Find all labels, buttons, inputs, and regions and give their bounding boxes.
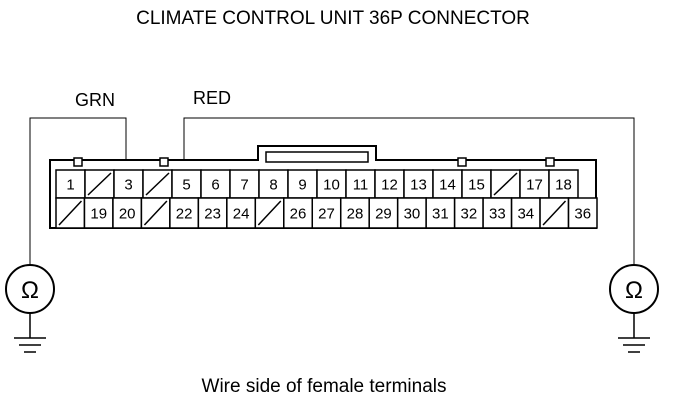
pin-empty [140, 197, 171, 229]
pin-number: 24 [233, 206, 250, 223]
pin-12: 12 [374, 169, 405, 199]
pin-number: 7 [240, 177, 248, 194]
connector-tabs [73, 157, 555, 167]
pin-8: 8 [258, 169, 289, 199]
pin-number: 28 [347, 206, 364, 223]
pin-number: 6 [211, 177, 219, 194]
pin-number: 26 [290, 206, 307, 223]
pin-34: 34 [510, 197, 541, 229]
pin-row-bottom: 19 20 22 23 24 26 27 28 29 30 31 32 33 34 36 [55, 197, 598, 229]
pin-number: 17 [526, 177, 543, 194]
ground-icon [618, 337, 650, 353]
blank-pin-slash [58, 200, 83, 226]
pin-empty [142, 169, 173, 199]
blank-pin-slash [542, 200, 567, 226]
pin-15: 15 [461, 169, 492, 199]
right-probe-wire [183, 117, 635, 265]
pin-3: 3 [113, 169, 144, 199]
blank-pin-slash [143, 200, 168, 226]
pin-number: 15 [468, 177, 485, 194]
pin-30: 30 [396, 197, 427, 229]
pin-number: 32 [461, 206, 478, 223]
pin-13: 13 [403, 169, 434, 199]
pin-number: 3 [124, 177, 132, 194]
pin-number: 20 [119, 206, 136, 223]
probe-wires [29, 117, 635, 265]
pin-number: 29 [375, 206, 392, 223]
pin-number: 14 [439, 177, 456, 194]
blank-pin-slash [493, 172, 518, 196]
pin-23: 23 [197, 197, 228, 229]
pin-19: 19 [83, 197, 114, 229]
pin-32: 32 [453, 197, 484, 229]
wire-label-red: RED [193, 88, 231, 108]
pin-27: 27 [311, 197, 342, 229]
connector-latch-inner [265, 151, 369, 163]
pin-number: 5 [182, 177, 190, 194]
pin-number: 19 [90, 206, 107, 223]
pin-24: 24 [226, 197, 257, 229]
pin-number: 11 [353, 177, 369, 194]
pin-empty [490, 169, 521, 199]
pin-number: 30 [404, 206, 421, 223]
pin-empty [84, 169, 115, 199]
pin-number: 8 [269, 177, 277, 194]
ohmmeter-right: Ω [609, 264, 659, 353]
pin-number: 31 [432, 206, 449, 223]
pin-empty [254, 197, 285, 229]
diagram-caption: Wire side of female terminals [202, 376, 447, 397]
ohmmeter-left: Ω [5, 264, 55, 353]
pin-28: 28 [339, 197, 370, 229]
pin-5: 5 [171, 169, 202, 199]
left-probe-wire [29, 117, 127, 265]
pin-11: 11 [345, 169, 376, 199]
pin-number: 23 [204, 206, 221, 223]
pin-empty [539, 197, 570, 229]
pin-14: 14 [432, 169, 463, 199]
blank-pin-slash [257, 200, 282, 226]
pin-18: 18 [548, 169, 579, 199]
pin-31: 31 [425, 197, 456, 229]
blank-pin-slash [87, 172, 112, 196]
pin-17: 17 [519, 169, 550, 199]
pin-1: 1 [55, 169, 86, 199]
pin-number: 34 [517, 206, 534, 223]
pin-number: 27 [318, 206, 335, 223]
pin-33: 33 [482, 197, 513, 229]
pin-26: 26 [283, 197, 314, 229]
pin-number: 10 [323, 177, 340, 194]
ohm-symbol-left: Ω [21, 277, 39, 304]
pin-number: 22 [176, 206, 193, 223]
pin-number: 13 [410, 177, 427, 194]
pin-number: 1 [66, 177, 74, 194]
pin-number: 33 [489, 206, 506, 223]
pin-number: 9 [298, 177, 306, 194]
blank-pin-slash [145, 172, 170, 196]
pin-9: 9 [287, 169, 318, 199]
pin-number: 36 [574, 206, 591, 223]
pin-36: 36 [567, 197, 598, 229]
diagram-title: CLIMATE CONTROL UNIT 36P CONNECTOR [136, 8, 530, 29]
ohm-symbol-right: Ω [625, 277, 643, 304]
pin-7: 7 [229, 169, 260, 199]
pin-29: 29 [368, 197, 399, 229]
ground-icon [14, 337, 46, 353]
pin-10: 10 [316, 169, 347, 199]
pin-number: 12 [381, 177, 398, 194]
pin-empty [55, 197, 86, 229]
pin-number: 18 [555, 177, 572, 194]
pin-6: 6 [200, 169, 231, 199]
pin-22: 22 [169, 197, 200, 229]
pin-20: 20 [112, 197, 143, 229]
wire-label-grn: GRN [75, 90, 115, 110]
